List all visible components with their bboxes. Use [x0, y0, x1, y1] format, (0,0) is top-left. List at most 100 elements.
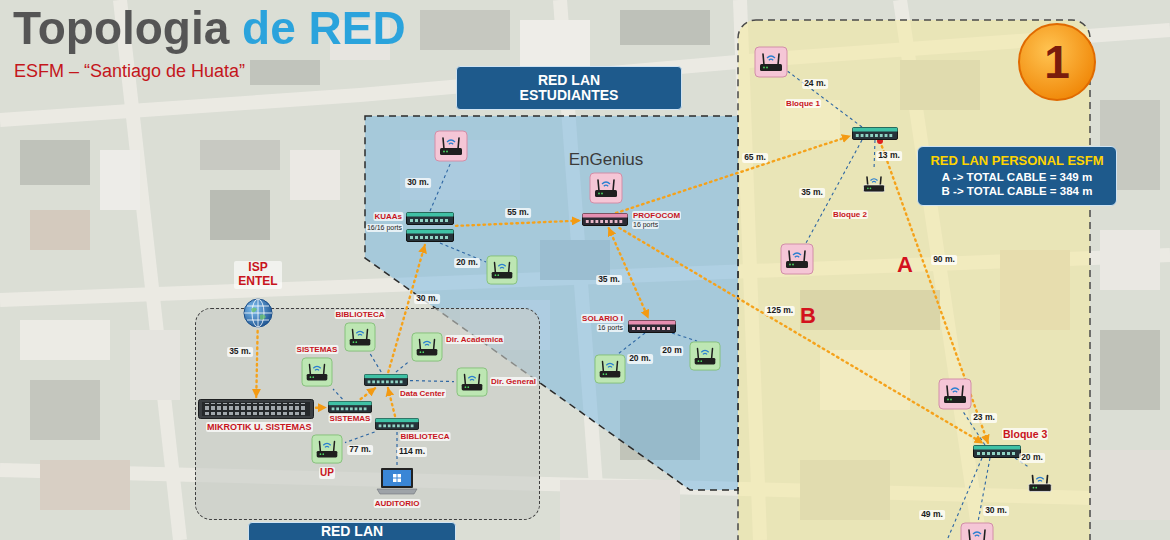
device-icons	[1029, 476, 1052, 492]
device-icon	[582, 214, 627, 226]
cable-length: 125 m.	[765, 306, 795, 316]
route-letter: B	[800, 303, 816, 328]
network-device: Dir. Academica	[411, 332, 443, 362]
network-device: Bloque 1	[754, 46, 788, 78]
network-device: SISTEMAS	[301, 357, 333, 387]
cable-lines	[874, 140, 875, 170]
network-device: Data Center	[364, 374, 408, 386]
device-label: SOLARIO I	[581, 314, 624, 323]
device-icon	[628, 320, 676, 333]
network-device: ISP ENTEL	[242, 297, 274, 329]
cable-length: 77 m.	[347, 445, 373, 455]
device-label: UP	[319, 467, 335, 479]
device-icon	[412, 333, 442, 361]
callout-badge: 1	[1017, 22, 1097, 102]
network-zone: RED LANBIBLIOTECADir. AcademicaSISTEMASD…	[195, 308, 540, 520]
device-icon	[629, 321, 676, 333]
yellow-zone	[738, 20, 1090, 540]
device-label: ISP ENTEL	[234, 261, 282, 289]
device-icon	[375, 418, 419, 430]
device-icon	[858, 170, 890, 198]
cable-lines	[430, 162, 451, 211]
device-icons	[595, 355, 625, 383]
device-label: KUAAs	[373, 212, 403, 221]
cable-lines	[618, 333, 645, 354]
device-icon	[377, 468, 417, 494]
cable-length: 35 m.	[596, 275, 622, 285]
device-icon	[364, 374, 408, 386]
device-icons	[690, 342, 720, 370]
network-device: UP	[311, 434, 343, 464]
info-text: A -> TOTAL CABLE = 349 m	[930, 170, 1103, 185]
network-device: Bloque 3	[973, 445, 1021, 458]
zone-banner: RED LAN ESTUDIANTES	[456, 66, 682, 110]
caption-text: ESFM – “Santiago de Huata”	[14, 61, 245, 82]
device-icons	[435, 131, 467, 161]
info-text: B -> TOTAL CABLE = 384 m	[930, 184, 1103, 199]
device-label: PROFOCOM	[632, 211, 681, 220]
device-icon	[328, 401, 371, 412]
device-icon	[582, 213, 628, 226]
cable-lines	[786, 70, 862, 127]
dimension-label: 65 m.	[742, 153, 768, 163]
cable-length: 55 m.	[505, 208, 531, 218]
device-label: MIKROTIK U. SISTEMAS	[206, 422, 313, 432]
device-label: Bloque 1	[785, 99, 821, 108]
zone-banner: RED LAN	[248, 522, 456, 540]
device-icon	[199, 400, 314, 419]
network-device: BIBLIOTECA	[344, 322, 376, 352]
device-label: BIBLIOTECA	[400, 432, 451, 441]
backbone-lines	[616, 136, 988, 443]
device-icon	[311, 434, 343, 464]
device-icon	[973, 445, 1021, 458]
page-title: Topologia de RED	[13, 2, 406, 55]
dimension-label: 20 m.	[1019, 453, 1045, 463]
network-device: Dir. General	[456, 367, 488, 397]
device-icon	[376, 467, 418, 495]
device-icons	[939, 379, 971, 409]
device-icon	[345, 323, 375, 351]
badge-circle	[1019, 24, 1095, 100]
device-label: 16 ports	[597, 324, 624, 332]
device-icons	[781, 244, 813, 274]
device-icon	[302, 358, 332, 386]
device-icon	[456, 367, 488, 397]
device-icons	[961, 523, 993, 540]
dimension-label: 20 m.	[627, 354, 653, 364]
device-icon	[242, 297, 274, 329]
device-icon	[406, 211, 454, 243]
device-label: 16/16 ports	[366, 224, 403, 232]
callout-number: 1	[1044, 39, 1070, 85]
device-icon	[312, 435, 342, 463]
info-text: RED LAN PERSONAL ESFM	[930, 153, 1103, 170]
cable-lines	[430, 70, 1030, 540]
device-label: Bloque 2	[832, 210, 868, 219]
device-label: BIBLIOTECA	[335, 310, 386, 319]
device-icon	[755, 47, 787, 77]
backbone-lines	[616, 136, 850, 213]
device-label: 16 ports	[632, 221, 659, 229]
dimension-label: 20 m.	[454, 258, 480, 268]
caption-text: EnGenius	[569, 150, 644, 170]
device-icon	[198, 399, 314, 419]
device-label: SISTEMAS	[296, 345, 339, 354]
zone-title: RED LAN	[321, 524, 383, 539]
dimension-label: 35 m.	[799, 188, 825, 198]
dimension-label: 30 m.	[983, 506, 1009, 516]
device-icon	[457, 368, 487, 396]
cable-length: 35 m.	[227, 347, 253, 357]
device-icon	[344, 322, 376, 352]
network-device: PROFOCOM16 ports	[582, 213, 628, 226]
network-device: KUAAs16/16 ports	[406, 211, 454, 243]
dimension-label: 30 m.	[405, 178, 431, 188]
cable-length: 30 m.	[414, 294, 440, 304]
device-icon	[864, 177, 885, 192]
device-icon	[974, 446, 1021, 458]
network-device: SOLARIO I16 ports	[628, 320, 676, 333]
device-icon	[754, 46, 788, 78]
device-icon	[328, 401, 372, 413]
device-icon	[375, 418, 418, 429]
backbone-lines	[880, 141, 988, 443]
device-icons	[435, 128, 1051, 540]
